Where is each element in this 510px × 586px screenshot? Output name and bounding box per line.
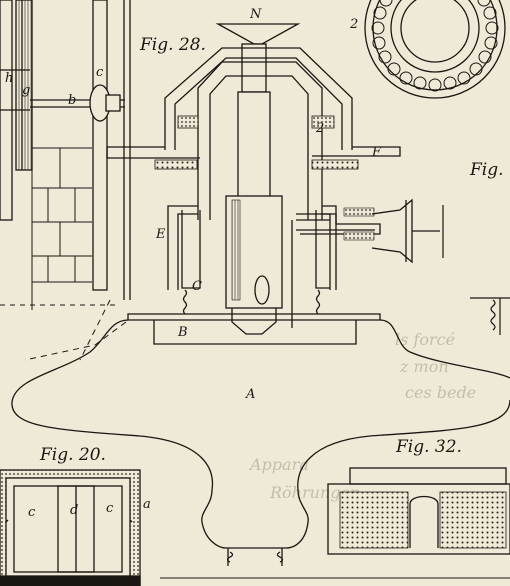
brick-wall xyxy=(31,147,92,310)
label-N: N xyxy=(249,7,262,22)
label-c-column: c xyxy=(96,65,104,80)
label-2-ring: 2 xyxy=(349,17,358,32)
label-h: h xyxy=(5,71,13,86)
label-A: A xyxy=(245,387,255,402)
label-F: F xyxy=(371,145,382,160)
label-g: g xyxy=(22,83,30,98)
bleed-through-text: ls forcé z mon ces bede Appara Röhrungen xyxy=(248,330,476,502)
svg-text:Appara: Appara xyxy=(248,455,309,474)
label-a-fig20: a xyxy=(143,497,151,512)
label-c-fig20-left: c xyxy=(28,505,36,520)
label-2-inner: 2 xyxy=(315,121,324,136)
fig28-caption: Fig. 28. xyxy=(139,35,206,55)
fig32-tray xyxy=(327,467,510,555)
svg-text:Röhrungen: Röhrungen xyxy=(269,483,360,502)
label-b: b xyxy=(68,93,76,108)
left-machine-fragment xyxy=(0,0,131,361)
svg-text:ls forcé: ls forcé xyxy=(395,330,455,349)
svg-text:ces bede: ces bede xyxy=(405,383,476,402)
label-c-fig20-right: c xyxy=(106,501,114,516)
label-d-fig20: d xyxy=(70,503,78,518)
fig-edge-caption: Fig. xyxy=(469,160,504,180)
label-E: E xyxy=(155,227,166,242)
fig28-apparatus xyxy=(11,23,510,566)
label-C: C xyxy=(192,279,202,294)
label-B: B xyxy=(177,325,188,340)
ring-of-holes xyxy=(364,0,506,99)
fig20-caption: Fig. 20. xyxy=(39,445,106,465)
fig20-box xyxy=(0,469,141,586)
svg-text:z mon: z mon xyxy=(399,357,449,376)
fig32-caption: Fig. 32. xyxy=(395,437,462,457)
right-edge-fragments xyxy=(442,205,510,335)
